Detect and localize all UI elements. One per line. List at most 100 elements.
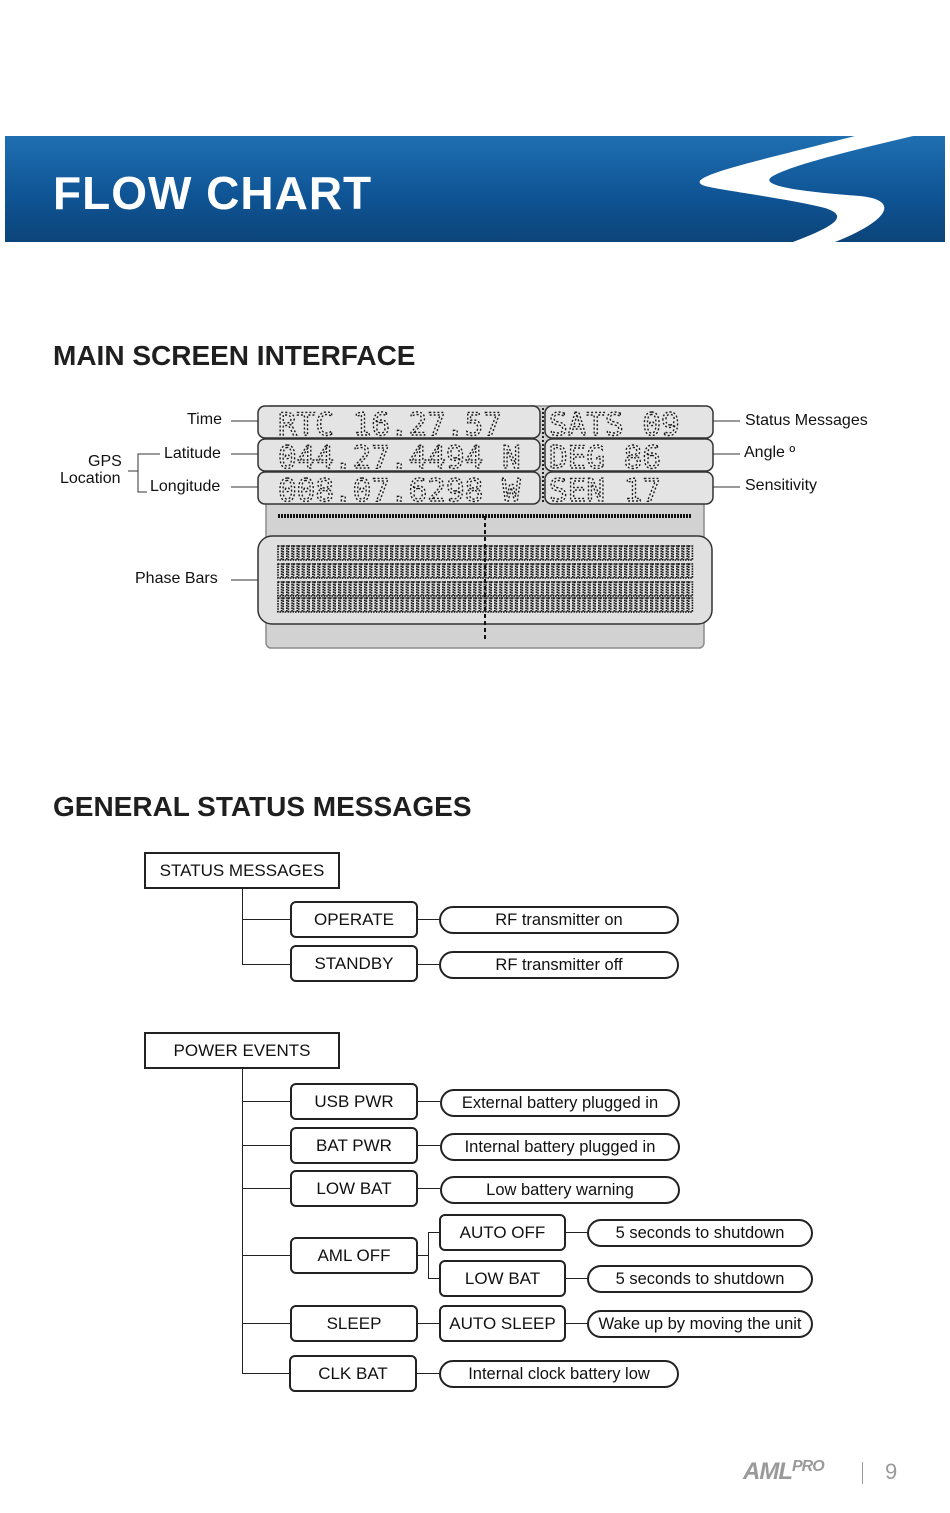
phase-bar-segment <box>381 581 387 597</box>
footer-brand-suffix: PRO <box>791 1458 825 1475</box>
phase-bar-segment <box>667 597 673 613</box>
phase-bar-segment <box>573 581 579 597</box>
phase-bar-segment <box>407 563 413 579</box>
label-status-messages: Status Messages <box>745 412 868 429</box>
phase-bar-segment <box>391 563 397 579</box>
phase-bar-segment <box>635 545 642 561</box>
phase-bar-segment <box>516 597 522 613</box>
phase-bar-segment <box>443 581 449 597</box>
phase-bar-segment <box>568 581 574 597</box>
phase-bar-segment <box>334 597 340 613</box>
phase-bar-segment <box>297 597 304 613</box>
phase-bar-segment <box>401 597 408 613</box>
phase-bar-segment <box>433 563 439 579</box>
phase-bar-segment <box>375 545 382 561</box>
phase-bar-segment <box>630 563 636 579</box>
phase-bar-segment <box>386 545 392 561</box>
phase-bar-segment <box>656 545 662 561</box>
phase-bar-segment <box>583 545 590 561</box>
phase-bar-segment <box>344 597 351 613</box>
phase-bar-segment <box>464 597 470 613</box>
phase-bar-segment <box>542 563 548 579</box>
phase-bar-segment <box>656 581 662 597</box>
phase-bar-segment <box>672 563 678 579</box>
phase-bar-segment <box>464 563 470 579</box>
label-longitude: Longitude <box>150 478 221 495</box>
label-latitude: Latitude <box>164 445 221 462</box>
phase-bar-segment <box>594 545 600 561</box>
phase-bar-segment <box>490 563 496 579</box>
phase-bar-segment <box>365 545 371 561</box>
phase-bar-segment <box>661 563 668 579</box>
phase-bar-segment <box>578 581 584 597</box>
phase-bar-segment <box>277 563 283 579</box>
phase-bar-segment <box>323 545 330 561</box>
phase-bar-segment <box>589 581 595 597</box>
phase-bar-segment <box>672 581 678 597</box>
phase-bar-segment <box>537 581 543 597</box>
phase-bar-segment <box>641 581 647 597</box>
phase-bar-segment <box>625 597 631 613</box>
phase-bar-segment <box>381 563 387 579</box>
phase-bar-segment <box>485 597 491 613</box>
phase-bar-segment <box>287 597 293 613</box>
phase-bar-segment <box>594 597 600 613</box>
phase-bar-segment <box>656 597 662 613</box>
phase-bar-segment <box>339 563 345 579</box>
phase-bar-segment <box>381 597 387 613</box>
phase-bar-segment <box>682 545 688 561</box>
lcd-row-frame-latitude <box>257 438 541 472</box>
phase-bar-segment <box>282 597 288 613</box>
phase-bar-segment <box>344 545 351 561</box>
phase-bar-segment <box>401 581 408 597</box>
phase-bar-segment <box>391 581 397 597</box>
phase-bar-segment <box>375 597 382 613</box>
phase-bar-segment <box>625 545 631 561</box>
phase-bar-segment <box>417 563 423 579</box>
phase-bar-segment <box>339 581 345 597</box>
phase-bar-segment <box>292 581 299 597</box>
phase-bar-segment <box>495 563 501 579</box>
phase-bar-segment <box>615 563 621 579</box>
phase-bar-segment <box>433 597 439 613</box>
standby-box: STANDBY <box>290 945 418 982</box>
phase-bar-segment <box>344 563 351 579</box>
phase-bar-segment <box>672 545 678 561</box>
phase-bar-segment <box>412 597 418 613</box>
phase-bar-segment <box>615 597 621 613</box>
phase-bar-segment <box>490 597 496 613</box>
phase-bar-segment <box>438 581 444 597</box>
lcd-row-2-right: DEG 86 <box>549 440 661 476</box>
phase-bar-segment <box>615 545 621 561</box>
lcd-row-frame-sen <box>544 471 714 505</box>
phase-bar-segment <box>308 581 314 597</box>
phase-bar-segment <box>677 545 683 561</box>
footer-brand: AML <box>743 1458 793 1485</box>
phase-bar-segment <box>427 597 434 613</box>
phase-bar-segment <box>526 581 532 597</box>
phase-bar-segment <box>292 545 299 561</box>
phase-bar-segment <box>563 563 569 579</box>
phase-bar-segment <box>453 563 460 579</box>
phase-bar-segment <box>448 563 455 579</box>
phase-bar-segment <box>474 581 481 597</box>
standby-desc: RF transmitter off <box>439 951 679 979</box>
phase-bar-segment <box>620 581 626 597</box>
phase-bar-segment <box>687 545 694 561</box>
low-bat-desc: Low battery warning <box>440 1176 680 1204</box>
phase-bar-segment <box>287 545 293 561</box>
phase-bar-segment <box>282 545 288 561</box>
phase-bar-segment <box>511 545 517 561</box>
phase-bar-segment <box>401 563 408 579</box>
phase-bar-segment <box>568 545 574 561</box>
phase-bar-segment <box>297 563 304 579</box>
phase-bar-segment <box>505 563 512 579</box>
phase-bar-segment <box>323 563 330 579</box>
phase-bar-segment <box>318 545 325 561</box>
phase-bar-segment <box>495 581 501 597</box>
lcd-row-3-right: SEN 17 <box>549 473 661 509</box>
phase-bar-segment <box>355 563 361 579</box>
phase-bar-segment <box>625 563 631 579</box>
phase-bar-segment <box>349 597 356 613</box>
auto-off-box: AUTO OFF <box>439 1214 566 1251</box>
